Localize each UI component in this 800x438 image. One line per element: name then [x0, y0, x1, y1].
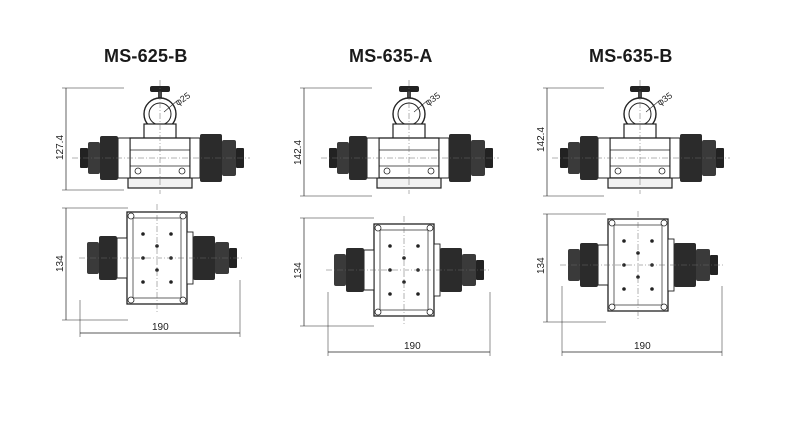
model-title-ms-635-b: MS-635-B — [589, 46, 673, 66]
length-dimension-label: 190 — [634, 341, 651, 352]
drawing-ms-635-a: 142.4 134 190 φ35 — [293, 79, 500, 356]
height-dimension-label: 142.4 — [536, 127, 547, 152]
diameter-label: φ35 — [423, 90, 442, 107]
side-view-ms-625-b — [71, 79, 251, 195]
model-title-ms-635-a: MS-635-A — [349, 46, 433, 66]
top-view-ms-635-a — [325, 215, 491, 325]
height-dimension-label: 127.4 — [55, 135, 66, 160]
drawing-ms-635-b: 142.4 134 190 φ35 — [536, 79, 731, 356]
model-title-ms-625-b: MS-625-B — [104, 46, 188, 66]
diameter-label: φ25 — [173, 90, 192, 107]
top-view-ms-625-b — [78, 203, 244, 313]
top-view-ms-635-b — [559, 210, 725, 320]
width-dimension-label: 134 — [293, 262, 304, 279]
diameter-label: φ35 — [655, 90, 674, 107]
side-view-ms-635-b — [551, 79, 731, 195]
height-dimension-label: 142.4 — [293, 140, 304, 165]
length-dimension-label: 190 — [404, 341, 421, 352]
drawing-ms-625-b: 127.4 134 190 φ25 — [55, 79, 251, 337]
width-dimension-label: 134 — [536, 257, 547, 274]
length-dimension-label: 190 — [152, 322, 169, 333]
width-dimension-label: 134 — [55, 255, 66, 272]
side-view-ms-635-a — [320, 79, 500, 195]
